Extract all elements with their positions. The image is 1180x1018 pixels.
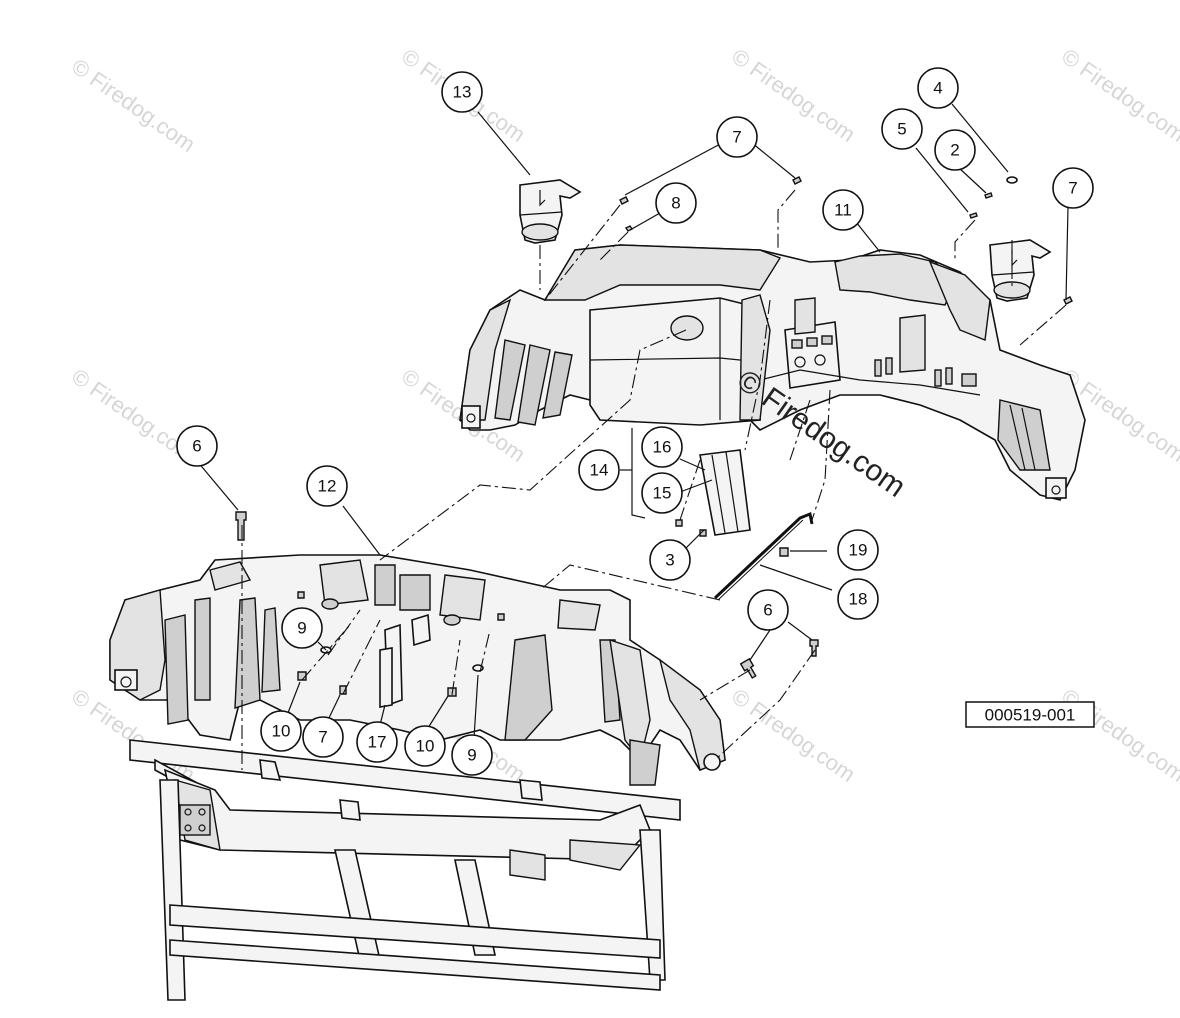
callout-14[interactable]: 14 (578, 449, 620, 491)
bracket-part-17 (379, 647, 393, 708)
callout-16[interactable]: 16 (641, 426, 683, 468)
bracket-part-16 (699, 449, 751, 536)
rod-part-18 (713, 511, 814, 601)
callout-label: 6 (763, 601, 772, 620)
callout-15[interactable]: 15 (641, 472, 683, 514)
callout-3[interactable]: 3 (649, 539, 691, 581)
callout-label: 4 (933, 79, 942, 98)
callout-label: 7 (732, 128, 741, 147)
callout-label: 7 (1068, 179, 1077, 198)
watermark: © Firedog.com (727, 684, 860, 787)
lower-panel-assembly (109, 554, 726, 786)
callout-18[interactable]: 18 (837, 578, 879, 620)
callout-8[interactable]: 8 (655, 182, 697, 224)
callout-9[interactable]: 9 (281, 607, 323, 649)
callout-2[interactable]: 2 (934, 129, 976, 171)
reference-code: 000519-001 (985, 706, 1076, 725)
callout-10[interactable]: 10 (404, 725, 446, 767)
callout-label: 9 (467, 746, 476, 765)
callout-5[interactable]: 5 (881, 108, 923, 150)
callout-19[interactable]: 19 (837, 529, 879, 571)
callout-leaders (196, 103, 1069, 739)
reference-code-box: 000519-001 (965, 701, 1095, 728)
leader-lines (241, 189, 1067, 770)
callout-label: 10 (416, 737, 435, 756)
callout-17[interactable]: 17 (356, 721, 398, 763)
cap-part-13 (519, 179, 582, 244)
callout-13[interactable]: 13 (441, 71, 483, 113)
callout-label: 15 (653, 484, 672, 503)
callout-label: 14 (590, 461, 609, 480)
cap-part-right (989, 239, 1052, 302)
upper-cowl-assembly (459, 244, 1086, 501)
callout-label: 19 (849, 541, 868, 560)
watermark: © Firedog.com (1057, 44, 1180, 147)
callout-6[interactable]: 6 (176, 425, 218, 467)
callouts: 13 7 8 4 5 2 7 11 6 12 16 14 15 3 19 18 … (176, 67, 1094, 776)
callout-11[interactable]: 11 (822, 189, 864, 231)
callout-label: 2 (950, 141, 959, 160)
callout-label: 8 (671, 194, 680, 213)
callout-label: 9 (297, 619, 306, 638)
callout-label: 17 (368, 733, 387, 752)
callout-6[interactable]: 6 (747, 589, 789, 631)
callout-7[interactable]: 7 (716, 116, 758, 158)
callout-7[interactable]: 7 (1052, 167, 1094, 209)
callout-label: 11 (834, 201, 852, 220)
callout-12[interactable]: 12 (306, 465, 348, 507)
callout-label: 18 (849, 590, 868, 609)
callout-4[interactable]: 4 (917, 67, 959, 109)
callout-7[interactable]: 7 (302, 716, 344, 758)
callout-label: 3 (665, 551, 674, 570)
callout-9[interactable]: 9 (451, 734, 493, 776)
frame-assembly (129, 739, 681, 1001)
callout-label: 16 (653, 438, 672, 457)
callout-label: 12 (318, 477, 337, 496)
callout-10[interactable]: 10 (260, 710, 302, 752)
watermark: © Firedog.com (67, 54, 200, 157)
callout-label: 7 (318, 728, 327, 747)
callout-label: 5 (897, 120, 906, 139)
watermark: © Firedog.com (1057, 684, 1180, 787)
callout-label: 10 (272, 722, 291, 741)
callout-label: 13 (453, 83, 472, 102)
callout-label: 6 (192, 437, 201, 456)
